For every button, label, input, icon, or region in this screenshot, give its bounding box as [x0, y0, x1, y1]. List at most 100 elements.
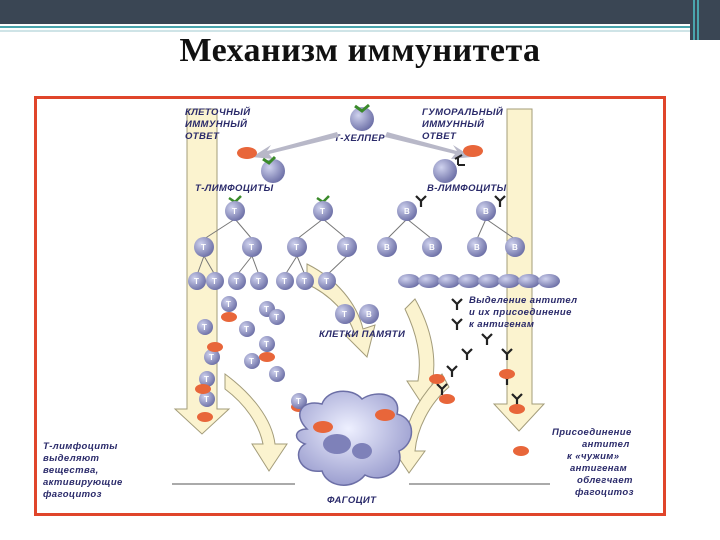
phagocyte-label: ФАГОЦИТ [327, 495, 377, 506]
t-cell: Т [239, 321, 255, 337]
svg-text:Т: Т [294, 243, 299, 252]
antibody-binding-line-2: антител [582, 439, 630, 450]
antigen [221, 312, 237, 322]
t-cell: Т [228, 272, 246, 290]
top-bar-decoration [0, 0, 720, 40]
t-cell: Т [250, 272, 268, 290]
svg-text:Т: Т [204, 395, 209, 404]
t-cell: Т [188, 272, 206, 290]
svg-text:Т: Т [274, 370, 279, 379]
slide-top-bar [0, 0, 720, 40]
svg-text:Т: Т [264, 305, 269, 314]
b-cell: В [377, 237, 397, 257]
humoral-response-line-2: ИММУННЫЙ [422, 118, 484, 130]
svg-text:В: В [366, 310, 372, 319]
immune-mechanism-diagram: КЛЕТОЧНЫЙ ИММУННЫЙ ОТВЕТ ГУМОРАЛЬНЫЙ ИММ… [43, 103, 633, 506]
plasma-cell [398, 274, 420, 288]
t-cell: Т [225, 201, 245, 221]
svg-text:Т: Т [256, 277, 261, 286]
svg-text:Т: Т [249, 243, 254, 252]
svg-text:Т: Т [202, 323, 207, 332]
svg-text:В: В [404, 207, 410, 216]
svg-text:Т: Т [212, 277, 217, 286]
memory-cells: Т В [335, 304, 379, 324]
antigen [439, 394, 455, 404]
cell-response-label: КЛЕТОЧНЫЙ ИММУННЫЙ ОТВЕТ [185, 106, 251, 142]
b-cell: В [422, 237, 442, 257]
t-cell: Т [221, 296, 237, 312]
plasma-cells [398, 274, 560, 288]
antibody-icon [494, 195, 506, 207]
svg-text:Т: Т [264, 340, 269, 349]
t-secrete-line-3: вещества, [43, 465, 99, 476]
t-cell: Т [197, 319, 213, 335]
phagocyte-cell [295, 390, 413, 486]
antigen [429, 374, 445, 384]
t-helper-label: Т-ХЕЛПЕР [334, 133, 385, 144]
antibody-binding-line-5: облегчает [577, 475, 633, 486]
humoral-response-label: ГУМОРАЛЬНЫЙ ИММУННЫЙ ОТВЕТ [422, 106, 503, 142]
t-cell: Т [296, 272, 314, 290]
t-cell: Т [318, 272, 336, 290]
t-cell: Т [269, 366, 285, 382]
b-lymphocyte-activated [433, 145, 483, 183]
antibody-icon [451, 318, 463, 330]
tree-lines [196, 218, 516, 276]
antibody-binding-line-4: антигенам [570, 463, 627, 474]
humoral-response-line-3: ОТВЕТ [422, 131, 457, 142]
b-cell: В [476, 201, 496, 221]
plasma-cell [478, 274, 500, 288]
antigen [509, 404, 525, 414]
t-cell: Т [269, 309, 285, 325]
svg-text:Т: Т [209, 353, 214, 362]
antibody-icon [446, 365, 458, 377]
svg-text:В: В [483, 207, 489, 216]
t-cell: Т [313, 201, 333, 221]
antibody-binding-label: Присоединение антител к «чужим» антигена… [552, 427, 633, 498]
memory-cells-label: КЛЕТКИ ПАМЯТИ [319, 329, 405, 340]
antigen [195, 384, 211, 394]
antibody-icon [481, 333, 493, 345]
cell-response-line-3: ОТВЕТ [185, 131, 220, 142]
cell-response-line-1: КЛЕТОЧНЫЙ [185, 106, 251, 118]
plasma-cell [498, 274, 520, 288]
antibodies [429, 298, 529, 456]
t-secrete-label: Т-лимфоциты выделяют вещества, активирую… [43, 441, 123, 500]
antigen [259, 352, 275, 362]
t-cell: Т [204, 349, 220, 365]
svg-text:Т: Т [226, 300, 231, 309]
t-cell: Т [199, 371, 215, 387]
antibody-release-line-2: и их присоединение [469, 307, 572, 318]
svg-text:Т: Т [232, 207, 237, 216]
b-cell: В [505, 237, 525, 257]
svg-text:Т: Т [249, 357, 254, 366]
svg-text:Т: Т [302, 277, 307, 286]
svg-text:В: В [429, 243, 435, 252]
svg-text:Т: Т [282, 277, 287, 286]
svg-text:Т: Т [244, 325, 249, 334]
antibody-icon [451, 298, 463, 310]
antibody-release-line-3: к антигенам [469, 319, 534, 330]
antibody-icon [436, 383, 448, 395]
svg-text:В: В [474, 243, 480, 252]
page-title: Механизм иммунитета [179, 32, 541, 69]
svg-text:Т: Т [234, 277, 239, 286]
antibody-binding-line-1: Присоединение [552, 427, 632, 438]
plasma-cell [418, 274, 440, 288]
svg-text:В: В [384, 243, 390, 252]
t-lymphocyte-activated [237, 147, 285, 183]
t-secrete-line-4: активирующие [43, 477, 123, 488]
t-lymphocytes-label: Т-ЛИМФОЦИТЫ [195, 183, 274, 194]
antibody-icon [461, 348, 473, 360]
svg-text:Т: Т [194, 277, 199, 286]
plasma-cell [538, 274, 560, 288]
svg-text:Т: Т [296, 397, 301, 406]
t-cell: Т [244, 353, 260, 369]
t-cell: Т [259, 336, 275, 352]
t-cell: Т [206, 272, 224, 290]
t-helper-cell [350, 103, 374, 131]
antibody-binding-line-3: к «чужим» [567, 451, 619, 462]
b-cell: В [397, 201, 417, 221]
diagram-frame: КЛЕТОЧНЫЙ ИММУННЫЙ ОТВЕТ ГУМОРАЛЬНЫЙ ИММ… [34, 96, 666, 516]
b-cell: В [467, 237, 487, 257]
